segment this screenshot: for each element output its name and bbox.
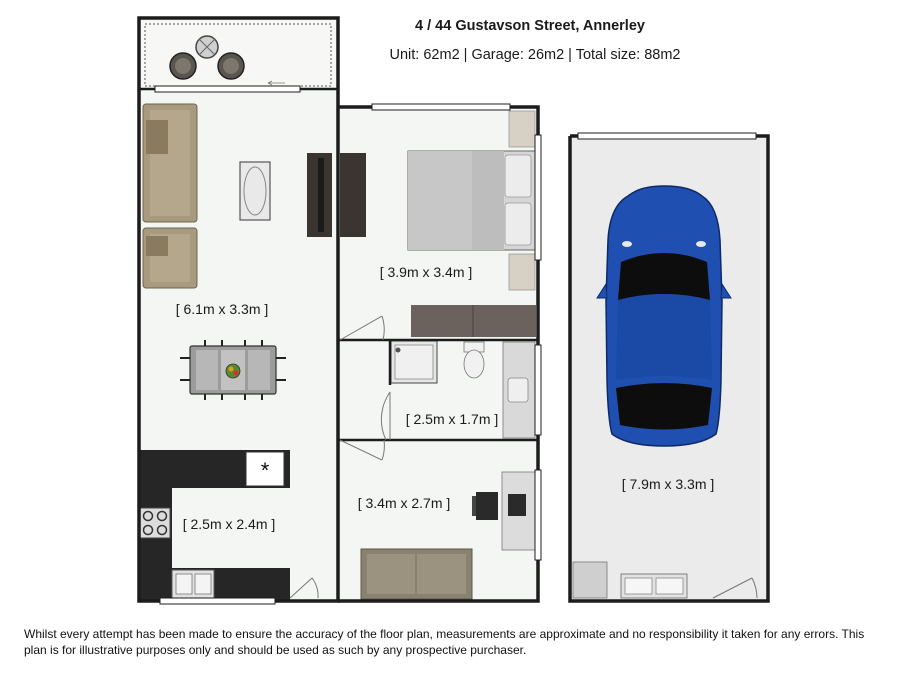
wardrobe-main [340, 153, 366, 237]
floor-plan: * [137, 16, 770, 605]
desk-icon [501, 471, 537, 551]
dining-table-icon [180, 340, 286, 400]
fridge-icon: * [261, 458, 270, 483]
door-icon [289, 315, 391, 599]
desk-chair-icon [472, 492, 498, 520]
disclaimer: Whilst every attempt has been made to en… [24, 627, 865, 657]
tv-cabinet-icon [307, 153, 332, 237]
kitchen-sink-icon [171, 569, 215, 599]
second-bed-icon [360, 548, 473, 600]
door-icon [712, 577, 758, 599]
shower-icon [390, 340, 438, 384]
bedside-table-icon [508, 253, 536, 291]
kitchen-bench: * [138, 450, 290, 601]
plan-title: 4 / 44 Gustavson Street, Annerley [415, 18, 645, 34]
sofa-icon [142, 103, 198, 223]
room-label-main-bedroom: [ 3.9m x 3.4m ] [380, 264, 473, 280]
balcony-chair-icon [169, 52, 197, 80]
toilet-icon [463, 341, 485, 379]
laundry-sink-icon [620, 573, 688, 599]
car-icon [596, 185, 732, 447]
cooktop-icon [139, 507, 171, 539]
balcony-chair-icon [217, 52, 245, 80]
room-label-bathroom: [ 2.5m x 1.7m ] [406, 411, 499, 427]
room-label-garage: [ 7.9m x 3.3m ] [622, 476, 715, 492]
bedside-table-icon [508, 110, 536, 148]
balcony-table-icon [195, 35, 219, 59]
room-label-kitchen: [ 2.5m x 2.4m ] [183, 516, 276, 532]
garage-tub-icon [572, 561, 608, 599]
vanity-icon [502, 341, 536, 439]
bed-icon [407, 150, 536, 251]
armchair-icon [142, 227, 198, 289]
room-label-living: [ 6.1m x 3.3m ] [176, 301, 269, 317]
room-label-second-bedroom: [ 3.4m x 2.7m ] [358, 495, 451, 511]
wardrobe-bedroom [411, 305, 536, 337]
coffee-table-icon [239, 161, 271, 221]
plan-subtitle: Unit: 62m2 | Garage: 26m2 | Total size: … [389, 47, 681, 63]
windows [154, 85, 542, 605]
